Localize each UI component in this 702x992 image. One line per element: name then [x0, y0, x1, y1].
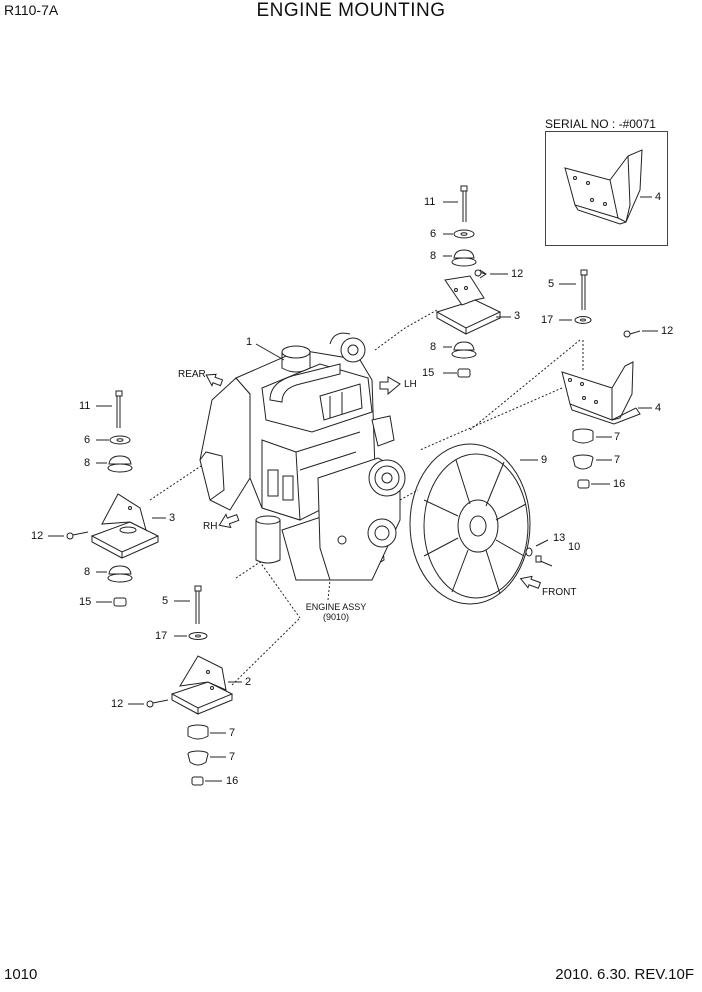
callout-16: 16	[226, 775, 239, 787]
callout-7: 7	[229, 751, 236, 763]
callout-4: 4	[655, 402, 662, 414]
serial-note: SERIAL NO : -#0071	[545, 117, 656, 131]
inset-bracket-4	[565, 150, 652, 224]
model-code: R110-7A	[4, 2, 59, 18]
engine-assy-name: ENGINE ASSY	[305, 602, 367, 612]
mount-group-top-center	[375, 186, 511, 377]
callout-17: 17	[541, 314, 554, 326]
engine-assy-note: ENGINE ASSY (9010)	[296, 602, 376, 622]
mount-group-left	[48, 391, 210, 606]
callout-3: 3	[169, 512, 176, 524]
callout-4: 4	[655, 191, 662, 203]
callout-12: 12	[31, 530, 44, 542]
serial-inset-box	[545, 131, 668, 246]
callout-6: 6	[84, 434, 91, 446]
revision-date: 2010. 6.30. REV.10F	[555, 966, 694, 983]
callout-15: 15	[422, 367, 435, 379]
engine-assembly	[200, 333, 405, 580]
callout-7: 7	[614, 454, 621, 466]
callout-3: 3	[514, 310, 521, 322]
mount-group-bottom	[128, 562, 300, 785]
callout-16: 16	[613, 478, 626, 490]
page-title: ENGINE MOUNTING	[256, 0, 446, 21]
callout-5: 5	[162, 595, 169, 607]
callout-2: 2	[245, 676, 252, 688]
cooling-fan	[400, 444, 552, 604]
engine-assy-code: (9010)	[322, 612, 349, 622]
callout-17: 17	[155, 630, 168, 642]
leader-engine-assy	[328, 580, 330, 600]
callout-11: 11	[79, 400, 91, 412]
callout-12: 12	[661, 325, 674, 337]
callout-9: 9	[541, 454, 548, 466]
label-rh: RH	[203, 521, 218, 532]
page-number: 1010	[4, 966, 38, 983]
callout-11: 11	[424, 196, 436, 208]
callout-13: 13	[553, 532, 566, 544]
label-lh: LH	[404, 379, 417, 390]
callout-8: 8	[84, 457, 91, 469]
label-front: FRONT	[542, 587, 577, 598]
callout-15: 15	[79, 596, 92, 608]
callout-1: 1	[246, 336, 253, 348]
callout-7: 7	[614, 431, 621, 443]
callout-6: 6	[430, 228, 437, 240]
callout-12: 12	[511, 268, 524, 280]
callout-8: 8	[430, 341, 437, 353]
label-rear: REAR	[178, 369, 206, 380]
leader-1	[256, 344, 284, 360]
callout-8: 8	[84, 566, 91, 578]
callout-10: 10	[568, 541, 581, 553]
callout-8: 8	[430, 250, 437, 262]
direction-arrows	[203, 371, 541, 591]
callout-7: 7	[229, 727, 236, 739]
callout-12: 12	[111, 698, 124, 710]
mount-group-right	[420, 270, 658, 488]
callout-5: 5	[548, 278, 555, 290]
